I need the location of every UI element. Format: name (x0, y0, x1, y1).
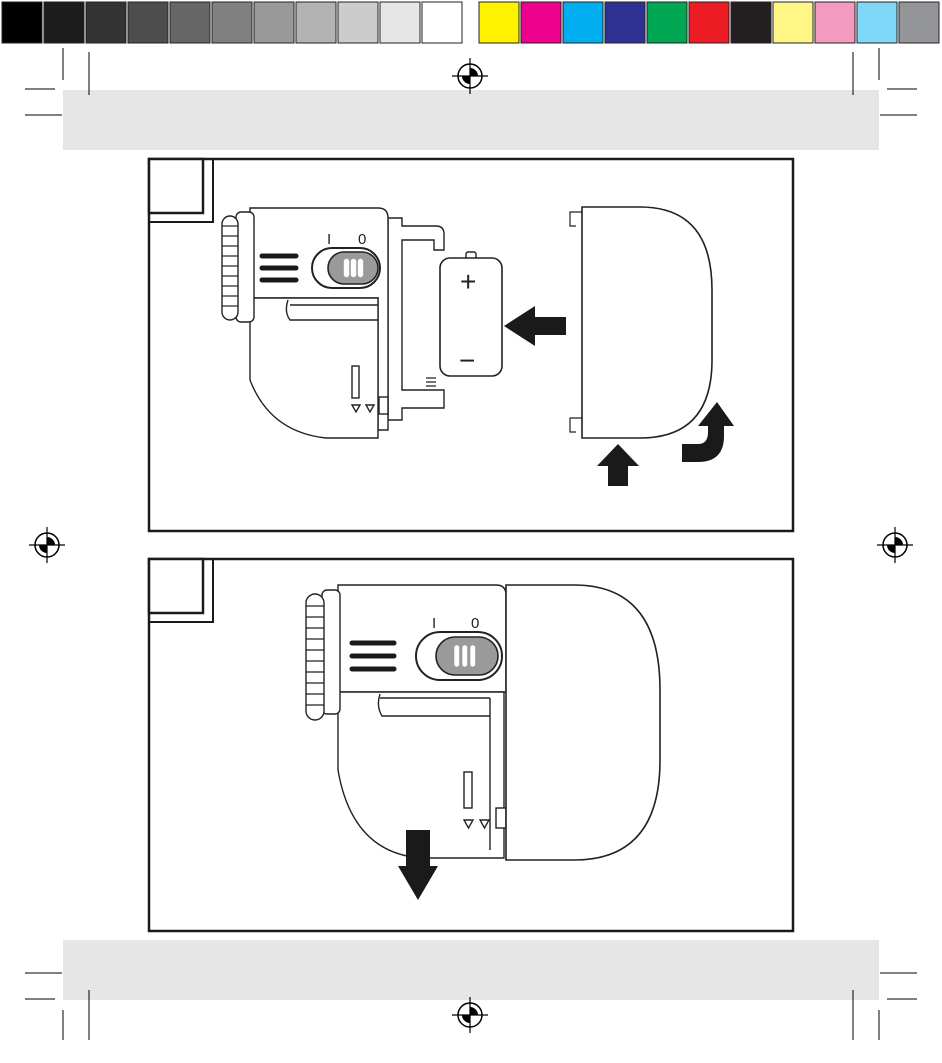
color-swatch (379, 1, 421, 44)
switch-off-label: I (327, 231, 331, 248)
blade-wheel-ridges (222, 225, 238, 307)
panel-1-battery-insertion: I 0 + − (147, 157, 795, 533)
color-swatch (898, 1, 940, 44)
color-swatch (211, 1, 253, 44)
shaver-device-closed (305, 584, 661, 861)
color-swatch (646, 1, 688, 44)
color-swatch (1, 1, 43, 44)
bottom-grey-band (63, 940, 879, 1000)
color-swatch (814, 1, 856, 44)
color-swatch (730, 1, 772, 44)
color-swatch (43, 1, 85, 44)
blade-wheel-ridges-2 (306, 605, 324, 706)
color-swatch (127, 1, 169, 44)
arrow-left-insert-battery (504, 306, 566, 346)
registration-mark-left (29, 527, 65, 563)
panel-1-step-number-box (147, 157, 205, 215)
battery: + − (439, 251, 503, 377)
battery-cover (581, 206, 713, 439)
crop-marks (25, 48, 917, 1040)
registration-mark-top (452, 58, 488, 94)
vent-slots (259, 253, 299, 283)
top-grey-band (63, 90, 879, 150)
color-swatch (520, 1, 562, 44)
panel-1-frame (147, 157, 795, 533)
battery-plus-icon: + (460, 266, 476, 297)
panel-2-cover-closed: I 0 (147, 557, 795, 933)
color-swatch (478, 1, 520, 44)
color-swatch (85, 1, 127, 44)
color-swatch (421, 1, 463, 44)
switch-on-label-2: 0 (471, 615, 479, 632)
panel-2-step-number-box (147, 557, 205, 615)
color-swatch (169, 1, 211, 44)
battery-cover-attached (505, 584, 661, 861)
color-swatch (604, 1, 646, 44)
vent-slots-2 (349, 640, 397, 672)
arrow-down (398, 830, 438, 900)
panel-2-frame (147, 557, 795, 933)
switch-off-label-2: I (432, 615, 436, 632)
arrow-curve-cover (682, 402, 734, 462)
color-swatch (253, 1, 295, 44)
shaver-device-open (221, 207, 445, 439)
print-color-bar (1, 1, 940, 44)
arrow-up-cover (597, 444, 639, 486)
battery-minus-icon: − (459, 345, 475, 376)
registration-mark-right (877, 527, 913, 563)
color-swatch (337, 1, 379, 44)
color-swatch (688, 1, 730, 44)
color-swatch (562, 1, 604, 44)
color-swatch (856, 1, 898, 44)
switch-on-label: 0 (358, 231, 366, 248)
registration-mark-bottom (452, 997, 488, 1033)
color-swatch (295, 1, 337, 44)
color-swatch (772, 1, 814, 44)
